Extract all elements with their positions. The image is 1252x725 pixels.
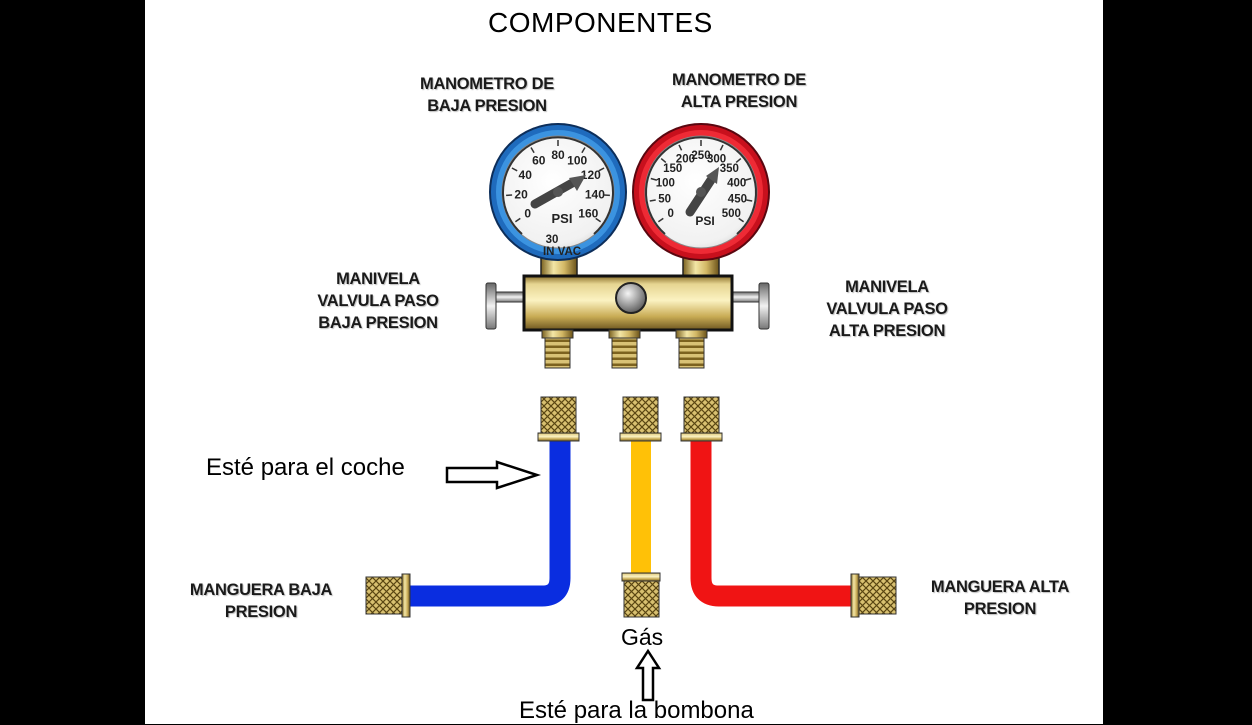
high-gauge-tick-label: 500	[722, 208, 741, 220]
low-gauge-tick-label: 60	[532, 154, 546, 168]
low-gauge-vacuum-value: 30	[546, 234, 559, 246]
low-gauge-tick-label: 100	[567, 154, 587, 168]
low-pressure-hose	[403, 440, 560, 596]
high-valve-handle[interactable]	[729, 283, 769, 329]
to-tank-label: Esté para la bombona	[519, 697, 754, 725]
high-gauge-unit: PSI	[695, 214, 714, 228]
low-gauge-tick-label: 140	[585, 188, 605, 202]
gas-label: Gás	[621, 624, 663, 651]
to-car-label: Esté para el coche	[206, 454, 405, 482]
sight-glass-icon	[616, 283, 646, 313]
manifold-ports	[542, 330, 707, 368]
low-gauge-tick-label: 160	[578, 206, 598, 220]
low-gauge-tick-label: 80	[551, 148, 565, 162]
high-gauge-tick-label: 50	[658, 193, 671, 205]
high-gauge-tick-mark	[650, 200, 656, 201]
high-gauge-tick-label: 0	[667, 208, 673, 220]
low-valve-handle[interactable]	[486, 283, 527, 329]
low-hose-end-fitting	[366, 574, 410, 617]
arrow-up-icon	[637, 651, 659, 700]
manifold-body	[524, 276, 732, 330]
high-gauge-tick-label: 400	[727, 177, 746, 189]
high-gauge-tick-mark	[746, 200, 752, 201]
low-gauge-tick-label: 0	[524, 206, 531, 220]
low-gauge-tick-label: 40	[519, 168, 533, 182]
service-hose-end-fitting	[622, 573, 660, 617]
arrow-right-icon	[447, 462, 537, 488]
high-gauge-tick-label: 450	[728, 193, 747, 205]
low-gauge-vacuum-unit: IN VAC	[543, 246, 581, 258]
low-gauge-tick-label: 20	[514, 188, 528, 202]
high-hose-top-fitting	[681, 397, 722, 441]
high-hose-end-fitting	[851, 574, 896, 617]
low-hose-top-fitting	[538, 397, 579, 441]
high-pressure-hose	[701, 440, 857, 596]
service-hose-top-fitting	[620, 397, 661, 441]
low-gauge-tick-label: 120	[581, 168, 601, 182]
page: COMPONENTES	[145, 0, 1103, 724]
high-gauge-tick-label: 100	[656, 177, 675, 189]
low-gauge-unit: PSI	[552, 211, 573, 226]
high-gauge-tick-label: 350	[720, 163, 739, 175]
